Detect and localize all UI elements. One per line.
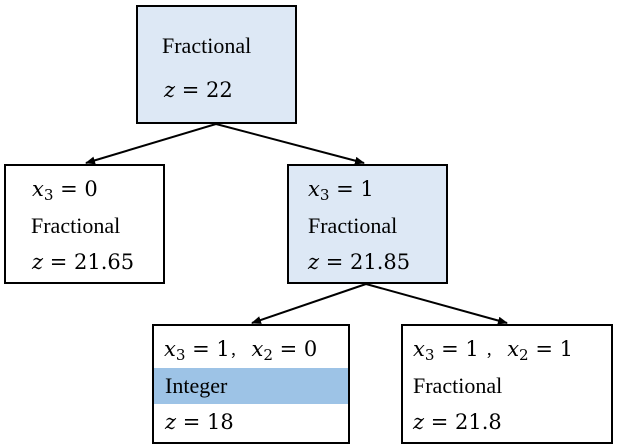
integer-highlight-bar <box>154 368 348 404</box>
node-x3-1-x2-1-objective-var: z <box>413 410 425 434</box>
node-x3-1: x3 = 1 Fractional z = 21.85 <box>287 164 448 284</box>
node-x3-0-status: Fractional <box>31 213 121 238</box>
edge-root-to-x3-1 <box>215 123 365 165</box>
node-x3-1-x2-1-var-b: x <box>507 337 520 361</box>
root-node: Fractional z = 22 <box>136 5 297 124</box>
node-x3-0-var: x <box>32 177 44 201</box>
node-x3-1-x2-0-sub-a: 3 <box>175 345 186 364</box>
node-x3-1-x2-1: x3 = 1 ， x2 = 1 Fractional z = 21.8 <box>401 324 613 444</box>
edge-root-to-x3-0 <box>85 123 217 165</box>
node-x3-1-x2-0-sub-b: 2 <box>263 345 273 364</box>
node-x3-1-x2-1-objective: z = 21.8 <box>413 410 502 434</box>
node-x3-1-constraint: x3 = 1 <box>308 177 374 204</box>
node-x3-1-subscript: 3 <box>319 185 330 204</box>
node-x3-1-x2-0: x3 = 1， x2 = 0 Integer z = 18 <box>152 324 350 444</box>
root-status: Fractional <box>162 33 252 58</box>
node-x3-1-x2-0-status: Integer <box>165 373 228 398</box>
node-x3-1-objective-var: z <box>308 250 320 274</box>
node-x3-1-x2-1-var-a: x <box>413 337 425 361</box>
node-x3-1-x2-1-value-b: 1 <box>559 337 573 361</box>
node-x3-1-x2-0-value-a: 1 <box>216 337 230 361</box>
root-objective-value: 22 <box>206 78 233 102</box>
node-x3-1-x2-0-constraint: x3 = 1， x2 = 0 <box>164 337 318 364</box>
node-x3-1-x2-1-status: Fractional <box>413 373 503 398</box>
node-x3-1-x2-0-objective: z = 18 <box>165 410 234 434</box>
node-x3-0-constraint: x3 = 0 <box>32 177 98 204</box>
node-x3-1-x2-1-value-a: 1 <box>465 337 479 361</box>
edge-x3-1-to-x2-1 <box>365 283 508 325</box>
root-objective: z = 22 <box>164 78 233 102</box>
node-x3-1-x2-1-objective-value: 21.8 <box>455 410 502 434</box>
node-x3-1-x2-0-var-b: x <box>251 337 264 361</box>
node-x3-1-x2-0-objective-var: z <box>165 410 177 434</box>
node-x3-0-objective: z = 21.65 <box>32 250 135 274</box>
node-x3-1-status: Fractional <box>308 213 398 238</box>
node-x3-1-x2-1-sub-b: 2 <box>519 345 529 364</box>
node-x3-1-x2-1-sub-a: 3 <box>424 345 435 364</box>
edge-x3-1-to-x2-0 <box>251 283 367 324</box>
node-x3-0: x3 = 0 Fractional z = 21.65 <box>4 164 165 284</box>
node-x3-1-value: 1 <box>360 177 374 201</box>
root-objective-var: z <box>164 78 176 102</box>
node-x3-1-x2-1-constraint: x3 = 1 ， x2 = 1 <box>413 337 573 364</box>
node-x3-1-objective-value: 21.85 <box>350 250 411 274</box>
node-x3-1-x2-0-value-b: 0 <box>303 337 318 361</box>
node-x3-1-x2-1-separator: ， <box>485 342 501 360</box>
node-x3-0-value: 0 <box>84 177 98 201</box>
node-x3-1-x2-0-separator: ， <box>229 342 245 360</box>
node-x3-1-x2-0-var-a: x <box>164 337 176 361</box>
node-x3-0-objective-var: z <box>32 250 44 274</box>
node-x3-1-var: x <box>308 177 320 201</box>
node-x3-1-objective: z = 21.85 <box>308 250 411 274</box>
node-x3-0-subscript: 3 <box>43 185 54 204</box>
node-x3-0-objective-value: 21.65 <box>74 250 135 274</box>
node-x3-1-x2-0-objective-value: 18 <box>207 410 234 434</box>
